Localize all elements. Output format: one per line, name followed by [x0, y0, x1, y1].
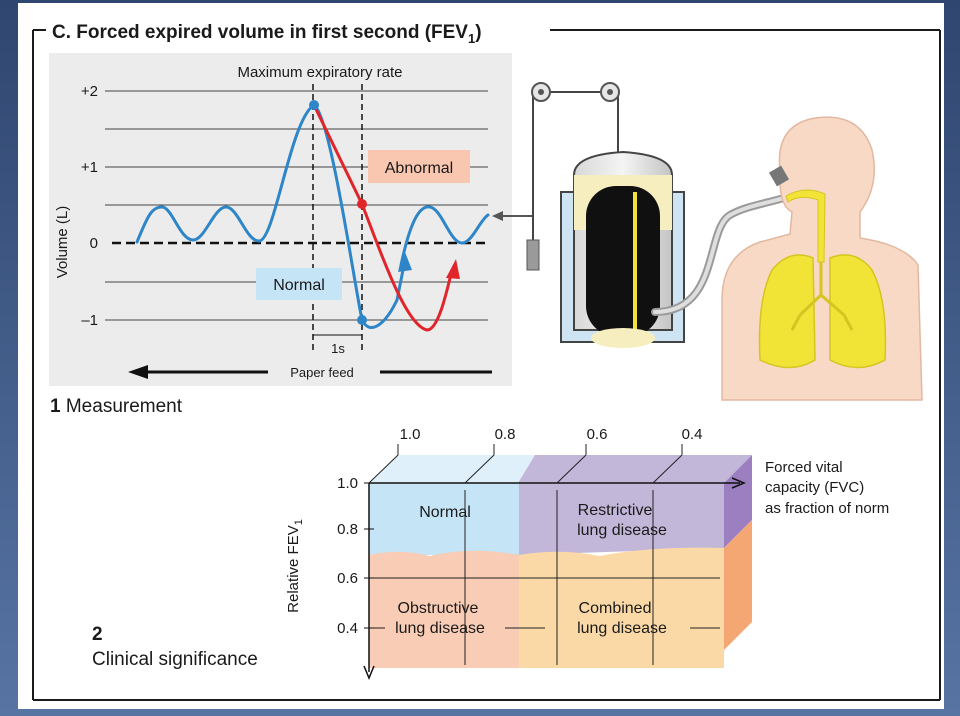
left-tick: 0.8 — [337, 521, 358, 538]
air-tube — [633, 192, 637, 330]
counterweight — [526, 239, 540, 271]
left-tick-labels: 1.0 0.8 0.6 0.4 — [337, 475, 358, 637]
side-face-combined — [724, 520, 752, 650]
obstructive-label-line1: Obstructive — [398, 600, 479, 617]
y-tick: +2 — [81, 83, 98, 100]
restrictive-label-line1: Restrictive — [578, 502, 653, 519]
abnormal-label: Abnormal — [385, 160, 453, 177]
left-tick: 1.0 — [337, 475, 358, 492]
peak-point — [309, 100, 319, 110]
top-tick: 0.6 — [587, 426, 608, 443]
quadrant-normal — [369, 483, 519, 555]
panel-2-label: Clinical significance — [92, 649, 258, 670]
fvc-axis-label: Forced vital capacity (FVC) as fraction … — [765, 459, 889, 517]
abnormal-arrow-head — [446, 259, 460, 279]
obstructive-label-line2: lung disease — [395, 620, 485, 637]
right-lung — [829, 254, 887, 369]
abnormal-label-box — [368, 150, 470, 183]
spirogram-gridlines — [105, 90, 488, 321]
top-face-normal — [369, 455, 535, 483]
combined-label-line2: lung disease — [577, 620, 667, 637]
fev1-axis-label: Relative FEV1 — [285, 519, 305, 613]
left-lung — [758, 254, 816, 369]
svg-text:capacity (FVC): capacity (FVC) — [765, 479, 864, 496]
clinical-diagram: 1.0 0.8 0.6 0.4 1.0 0.8 0.6 0.4 Relative… — [285, 426, 889, 680]
inner-gridlines — [374, 490, 720, 665]
panel-2-number: 2 — [92, 624, 103, 645]
left-tick-marks — [364, 482, 374, 629]
svg-text:Forced vital: Forced vital — [765, 459, 843, 476]
restrictive-label-line2: lung disease — [577, 522, 667, 539]
normal-quadrant-label: Normal — [419, 504, 471, 521]
bell-inner — [586, 186, 660, 336]
y-tick-labels: +2 +1 0 –1 — [81, 83, 98, 329]
y-tick: 0 — [90, 235, 98, 252]
pen-pointer — [492, 211, 503, 221]
top-tick: 0.4 — [682, 426, 703, 443]
time-marker-label: 1s — [331, 341, 345, 356]
normal-one-second-point — [357, 315, 367, 325]
combined-label-line1: Combined — [579, 600, 652, 617]
normal-curve-tail — [398, 205, 490, 272]
chart-title: Maximum expiratory rate — [237, 64, 402, 81]
spirometer-illustration — [526, 82, 685, 348]
quadrant-restrictive — [519, 483, 724, 555]
abnormal-one-second-point — [357, 199, 367, 209]
section-title: C. Forced expired volume in first second… — [52, 22, 482, 46]
top-tick-labels: 1.0 0.8 0.6 0.4 — [400, 426, 703, 443]
y-axis-label: Volume (L) — [54, 206, 71, 279]
y-tick: –1 — [81, 312, 98, 329]
top-face-restrictive — [518, 455, 752, 483]
side-face-restrictive — [724, 455, 752, 548]
quadrant-obstructive — [369, 550, 519, 668]
patient-illustration — [721, 116, 923, 401]
bell-bottom — [591, 328, 655, 348]
svg-text:as fraction of norm: as fraction of norm — [765, 500, 889, 517]
normal-label: Normal — [273, 277, 325, 294]
paper-feed-arrow — [128, 365, 148, 379]
paper-feed-label: Paper feed — [290, 365, 354, 380]
header-frame: C. Forced expired volume in first second… — [32, 22, 941, 701]
normal-curve — [135, 103, 407, 329]
bronchi — [790, 262, 854, 331]
quadrant-labels: Normal Restrictive lung disease Obstruct… — [395, 502, 667, 637]
left-tick: 0.4 — [337, 620, 358, 637]
abnormal-curve — [312, 103, 454, 332]
normal-label-box — [256, 268, 342, 300]
spirogram-background — [49, 53, 512, 386]
left-tick: 0.6 — [337, 570, 358, 587]
top-tick: 0.8 — [495, 426, 516, 443]
tick-leader-lines — [368, 444, 683, 484]
airway — [785, 189, 826, 263]
y-tick: +1 — [81, 159, 98, 176]
nose-clip — [768, 165, 790, 187]
top-tick: 1.0 — [400, 426, 421, 443]
spirogram-chart: Maximum expiratory rate +2 +1 0 –1 Volum… — [49, 53, 512, 386]
panel-1-label: 1 Measurement — [50, 396, 183, 417]
